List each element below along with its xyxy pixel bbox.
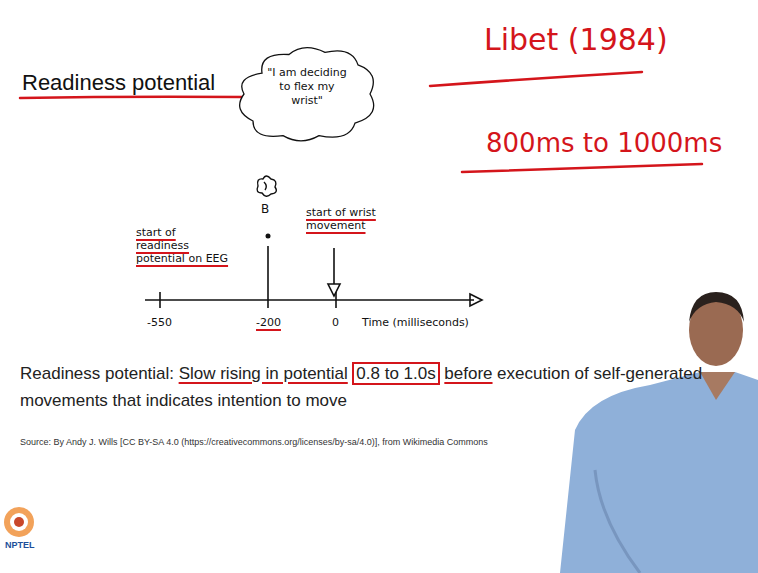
neck: [700, 372, 735, 400]
thought-text: "I am deciding to flex my wrist": [262, 66, 352, 107]
timeline-annotation: start of wrist movement: [306, 206, 382, 232]
definition-phrase: before: [444, 364, 492, 383]
logo-core: [14, 517, 24, 527]
timeline-annotation: start of readiness potential on EEG: [136, 226, 232, 266]
definition-term: Readiness potential:: [20, 364, 174, 383]
point-label: B: [261, 202, 269, 216]
nptel-logo: [4, 507, 34, 537]
logo-disc: [4, 507, 34, 537]
tick-value: 0: [332, 316, 339, 329]
decision-dot: [266, 234, 271, 239]
libet-underline: [430, 72, 642, 86]
time-range-note: 800ms to 1000ms: [486, 128, 722, 159]
arm-fold: [595, 470, 640, 573]
axis-title: Time (milliseconds): [362, 316, 469, 329]
logo-ring: [10, 513, 28, 531]
movement-arrowhead: [328, 284, 340, 296]
cloud-shape: [240, 48, 374, 141]
definition-paragraph: Readiness potential: Slow rising in poten…: [20, 360, 740, 414]
title-underline: [20, 97, 245, 98]
slide-title: Readiness potential: [22, 70, 215, 96]
time-axis: [145, 299, 474, 301]
definition-range: 0.8 to 1.0s: [352, 362, 439, 385]
tick: [267, 246, 269, 308]
citation: Libet (1984): [484, 22, 668, 58]
presenter-figure: [560, 292, 758, 573]
hair: [689, 292, 744, 322]
brain-symbol: [257, 176, 276, 196]
tick-value: -550: [147, 316, 172, 329]
definition-phrase: Slow rising in potential: [179, 364, 348, 383]
axis-arrowhead: [470, 294, 482, 306]
tick: [159, 292, 161, 308]
shirt: [560, 372, 758, 573]
movement-arrow: [333, 248, 335, 284]
range-underline: [462, 164, 702, 172]
tick-value: -200: [256, 316, 281, 329]
source-credit: Source: By Andy J. Wills [CC BY-SA 4.0 (…: [20, 437, 580, 448]
logo-text: NPTEL: [5, 540, 35, 551]
thought-cloud: "I am deciding to flex my wrist": [232, 42, 382, 146]
